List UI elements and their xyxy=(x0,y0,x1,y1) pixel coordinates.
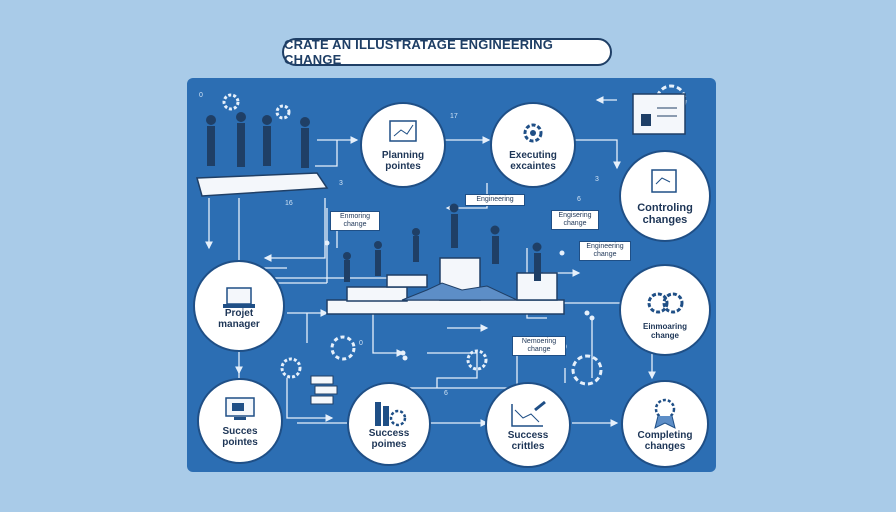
node-planning: Planning pointes xyxy=(360,102,446,188)
step-number: 0 xyxy=(359,340,363,347)
monitor-icon xyxy=(225,397,255,420)
node-label: Controling changes xyxy=(637,202,693,226)
node-controlling: Controling changes xyxy=(619,150,711,242)
laptop-icon xyxy=(223,287,255,308)
tag-engineering: Engineering xyxy=(465,194,525,206)
page-title: Crate an illustratage engineering change xyxy=(282,37,612,67)
node-label: Succes pointes xyxy=(222,426,258,448)
step-number: 6 xyxy=(577,196,581,203)
node-label: Success crittles xyxy=(507,430,549,452)
tag-engineering-change: Engineering change xyxy=(579,241,631,261)
gear-icon xyxy=(647,292,684,314)
podium xyxy=(326,203,565,315)
step-number: 0 xyxy=(199,92,203,99)
node-label: Executing excaintes xyxy=(509,150,557,172)
gear-icon xyxy=(523,123,543,143)
tag-engisering-change: Engisering change xyxy=(551,210,599,230)
node-completing-changes: Completing changes xyxy=(621,380,709,468)
node-success-pointes-left: Succes pointes xyxy=(197,378,283,464)
step-number: 3 xyxy=(339,180,343,187)
node-einmoring-change: Einmoaring change xyxy=(619,264,711,356)
node-executing: Executing excaintes xyxy=(490,102,576,188)
node-label: Completing changes xyxy=(637,430,693,452)
tag-nemoering-change: Nemoering change xyxy=(512,336,566,356)
team-platform xyxy=(196,112,329,197)
node-success-poimes: Success poimes xyxy=(347,382,431,466)
diagram-board: 0 17 3 16 0 6 3 6 0 0 6 Planning pointes… xyxy=(187,78,716,472)
building-icon xyxy=(310,375,338,405)
tag-enmoring-change: Enmoring change xyxy=(330,211,380,231)
node-label: Projet manager xyxy=(218,308,260,330)
connector-layer xyxy=(196,84,687,427)
title-text: Crate an illustratage engineering change xyxy=(284,37,554,67)
step-number: 3 xyxy=(595,176,599,183)
award-icon xyxy=(654,398,676,429)
chart-icon xyxy=(389,120,417,142)
step-number: 16 xyxy=(285,200,293,207)
node-label: Planning pointes xyxy=(381,150,425,172)
step-number: 6 xyxy=(444,390,448,397)
node-label: Success poimes xyxy=(368,428,410,450)
node-project-manager: Projet manager xyxy=(193,260,285,352)
step-number: 17 xyxy=(450,113,458,120)
document-icon xyxy=(651,169,677,193)
chart-icon xyxy=(375,402,407,427)
node-success-crittles: Success crittles xyxy=(485,382,571,468)
node-label: Einmoaring change xyxy=(642,322,687,340)
pencil-icon xyxy=(511,400,546,427)
document-icon xyxy=(632,93,686,135)
